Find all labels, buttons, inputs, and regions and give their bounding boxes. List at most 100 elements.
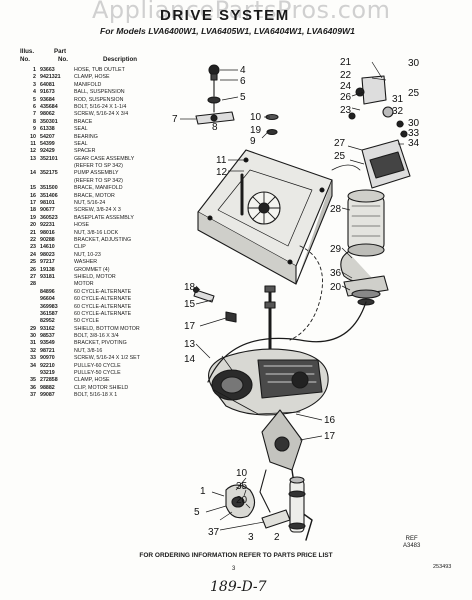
suspension-rod-assembly (195, 64, 235, 125)
illus-number: 36 (30, 384, 36, 391)
part-description: Nut, 3/8-16 (74, 347, 103, 354)
illus-number: 24 (30, 251, 36, 258)
part-description: Rod, suspension (74, 96, 124, 103)
part-description: 60 cycle-alternate (74, 288, 132, 295)
part-description: Bracket, pivoting (74, 340, 127, 347)
part-description: (Refer to SP 342) (74, 163, 123, 170)
illus-number: 22 (30, 236, 36, 243)
parts-row: 3298721Nut, 3/8-16 (22, 348, 192, 355)
handwritten-note: 189-D-7 (210, 579, 267, 595)
part-number: 352175 (40, 170, 58, 177)
drive-motor (340, 75, 411, 306)
part-number: 54399 (40, 140, 55, 147)
part-number: 360523 (40, 214, 58, 221)
callout-7: 7 (172, 114, 178, 125)
callout-16: 16 (324, 415, 336, 426)
part-description: Shield, bottom motor (74, 325, 140, 332)
illus-number: 12 (30, 148, 36, 155)
parts-row: 2597217Washer (22, 259, 192, 266)
callout-33: 33 (408, 128, 420, 139)
parts-row: 961338Seal (22, 126, 192, 133)
part-description: Manifold (74, 81, 102, 88)
callout-4: 4 (240, 65, 246, 76)
part-number: 93663 (40, 67, 55, 73)
callout-6: 6 (240, 76, 246, 87)
part-number: 93162 (40, 325, 55, 332)
part-number: 93549 (40, 340, 55, 347)
part-number: 84896 (40, 288, 55, 295)
part-description: Clip (74, 244, 86, 251)
part-number: 61338 (40, 126, 55, 133)
parts-row: (Refer to SP 342) (22, 178, 192, 185)
parts-row: 593684Rod, suspension (22, 97, 192, 104)
part-description: 50 cycle (74, 318, 100, 325)
model-list: For Models LVA6400W1, LVA6405W1, LVA6404… (100, 26, 355, 36)
illus-number: 13 (30, 155, 36, 162)
parts-row: 8350301Brace (22, 119, 192, 126)
part-description: Motor (74, 281, 94, 288)
callout-13: 13 (184, 339, 196, 350)
parts-row: (Refer to SP 342) (22, 163, 192, 170)
illus-number: 34 (30, 362, 36, 369)
figure-label-prefix: REF (405, 536, 418, 542)
parts-row: 16351406Brace, motor (22, 193, 192, 200)
callout-24: 24 (340, 81, 352, 92)
part-number: 98882 (40, 384, 55, 391)
callout-22: 22 (340, 70, 352, 81)
part-description: Gear case assembly (74, 155, 135, 162)
callout-37: 37 (208, 527, 220, 538)
part-number: 91673 (40, 89, 55, 96)
callout-20: 20 (330, 282, 342, 293)
parts-row: 2198016Nut, 3/8-16 lock (22, 230, 192, 237)
callout-10: 10 (250, 112, 262, 123)
illus-number: 17 (30, 200, 36, 207)
callout-31: 31 (392, 94, 404, 105)
part-number: 93181 (40, 273, 55, 280)
illus-number: 6 (33, 103, 36, 110)
part-description: Seal (74, 126, 88, 133)
part-number: 98023 (40, 251, 55, 258)
parts-row: 1890677Screw, 3/8-24 x 3 (22, 207, 192, 214)
part-description: 60 cycle-alternate (74, 310, 132, 317)
part-description: Ball, suspension (74, 89, 125, 96)
part-number: 435684 (40, 103, 58, 110)
header-description: Description (103, 56, 138, 63)
header-part-no: No. (58, 56, 68, 63)
part-number: 14610 (40, 244, 55, 251)
parts-row: 2290288Bracket, adjusting (22, 237, 192, 244)
illus-number: 1 (33, 67, 36, 73)
part-description: Screw, 5/16-24 x 1/2 set (74, 355, 140, 362)
illus-number: 10 (30, 133, 36, 140)
part-description: Washer (74, 259, 98, 266)
part-number: 351406 (40, 192, 58, 199)
callout-36: 36 (330, 268, 342, 279)
callout-2: 2 (274, 532, 280, 543)
illus-number: 29 (30, 325, 36, 332)
parts-row: 84896 60 cycle-alternate (22, 289, 192, 296)
illus-number: 18 (30, 207, 36, 214)
part-description: Screw, 5/16-24 x 3/4 (74, 111, 129, 118)
callout-30-b: 30 (408, 118, 420, 129)
callout-23: 23 (340, 105, 352, 116)
baseplate-assembly (197, 149, 333, 285)
parts-row: 2314610Clip (22, 244, 192, 251)
part-description: Clamp, hose (74, 74, 110, 81)
parts-row: 364081Manifold (22, 82, 192, 89)
illus-number: 16 (30, 192, 36, 199)
main-shaft (240, 173, 276, 352)
part-description: 60 cycle-alternate (74, 303, 132, 310)
parts-row: 3799087Bolt, 5/16-18 x 1 (22, 392, 192, 399)
part-description: Spacer (74, 148, 96, 155)
parts-row: 35272858Clamp, hose (22, 377, 192, 384)
header-part: Part (54, 48, 67, 55)
part-description: Bracket, adjusting (74, 236, 132, 243)
figure-label-code: A3483 (403, 542, 421, 549)
callout-34: 34 (408, 138, 420, 149)
figure-number: 253493 (433, 564, 452, 570)
parts-row: 6435684Bolt, 5/16-24 x 1-1/4 (22, 104, 192, 111)
pump-and-hose (225, 476, 306, 533)
parts-row: 1054207Bearing (22, 134, 192, 141)
